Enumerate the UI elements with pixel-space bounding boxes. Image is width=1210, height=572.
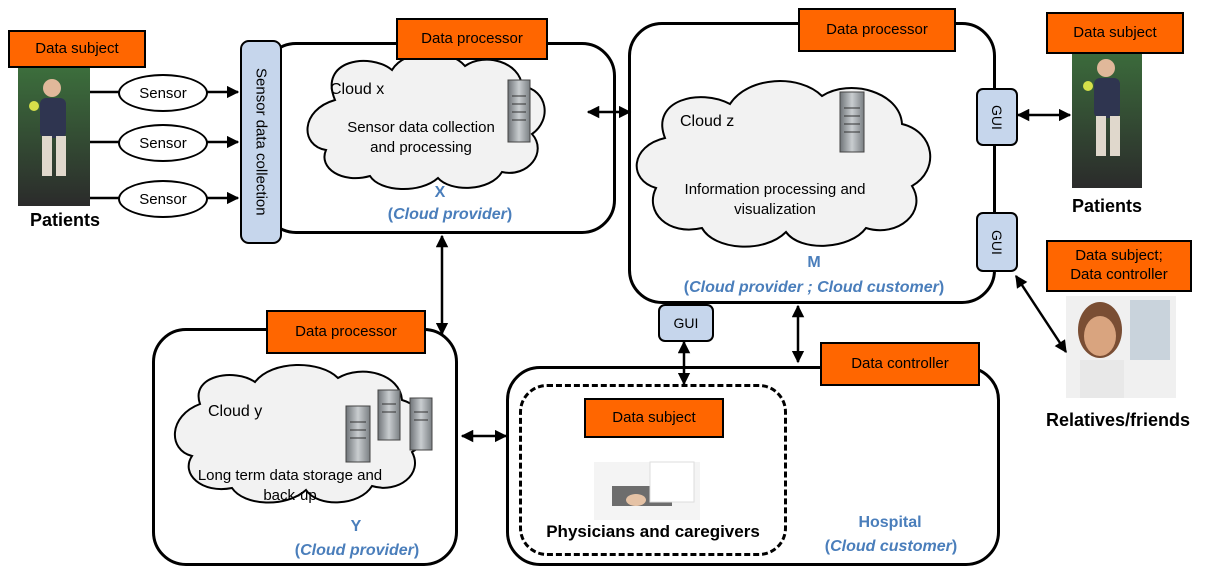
cloud-x-desc: Sensor data collection and processing	[326, 118, 516, 157]
cloud-z-role-suffix: )	[938, 279, 945, 296]
role-data-controller-hospital: Data controller	[820, 342, 980, 386]
cloud-z-role-prefix: (	[683, 279, 690, 296]
role-data-subject-controller-line1: Data subject;	[1075, 247, 1163, 265]
gui-label-hospital: GUI	[673, 315, 699, 331]
gui-label-relatives: GUI	[989, 229, 1005, 255]
cloud-y-role-prefix: (	[294, 542, 301, 559]
cloud-x-desc-line2: and processing	[370, 138, 472, 156]
panel-physicians	[519, 384, 787, 556]
cloud-y-role: (Cloud provider)	[262, 542, 452, 560]
patients-label-left: Patients	[29, 210, 101, 230]
relatives-label: Relatives/friends	[1045, 410, 1191, 430]
cloud-y-desc-line1: Long term data storage and	[197, 467, 383, 484]
cloud-z-name: Cloud z	[680, 113, 735, 130]
cloud-y-name: Cloud y	[208, 403, 263, 420]
sensor-data-collection-bar: Sensor data collection	[240, 40, 282, 244]
role-data-subject-physicians: Data subject	[584, 398, 724, 438]
role-data-subject-controller: Data subject; Data controller	[1046, 240, 1192, 292]
cloud-z-desc-line1: Information processing and	[684, 181, 866, 198]
role-data-subject-left: Data subject	[8, 30, 146, 68]
cloud-y-role-text: Cloud provider	[300, 542, 414, 559]
cloud-z-letter: M	[807, 254, 821, 271]
sensor-data-collection-label: Sensor data collection	[252, 68, 270, 216]
cloud-y-letter: Y	[350, 518, 362, 535]
sensor-3: Sensor	[118, 180, 208, 218]
hospital-role-text: Cloud customer	[830, 538, 952, 555]
panel-y	[152, 328, 458, 566]
cloud-x-role-prefix: (	[387, 206, 394, 223]
gui-box-patients: GUI	[976, 88, 1018, 146]
cloud-y-desc: Long term data storage and back-up	[180, 466, 400, 505]
cloud-x-role-suffix: )	[506, 206, 513, 223]
role-data-subject-right: Data subject	[1046, 12, 1184, 54]
patients-label-right: Patients	[1071, 196, 1143, 216]
physicians-label: Physicians and caregivers	[546, 522, 760, 541]
cloud-z-role: (Cloud provider ; Cloud customer)	[654, 279, 974, 297]
cloud-z-desc: Information processing and visualization	[660, 180, 890, 219]
hospital-name: Hospital	[858, 514, 922, 531]
sensor-1: Sensor	[118, 74, 208, 112]
cloud-x-desc-line1: Sensor data collection	[347, 119, 495, 136]
gui-box-hospital: GUI	[658, 304, 714, 342]
relative-photo	[1066, 296, 1176, 398]
patient-photo-right	[1072, 46, 1142, 188]
role-data-subject-controller-line2: Data controller	[1070, 266, 1168, 283]
cloud-x-name: Cloud x	[330, 81, 385, 98]
cloud-z-role-text: Cloud provider ; Cloud customer	[689, 279, 939, 296]
cloud-y-role-suffix: )	[413, 542, 420, 559]
role-data-processor-m: Data processor	[798, 8, 956, 52]
cloud-x-letter: X	[434, 184, 446, 201]
hospital-role: (Cloud customer)	[796, 538, 986, 556]
gui-box-relatives: GUI	[976, 212, 1018, 272]
cloud-x-role-text: Cloud provider	[393, 206, 507, 223]
patient-photo-left	[18, 68, 90, 206]
role-data-processor-x: Data processor	[396, 18, 548, 60]
cloud-x-role: (Cloud provider)	[350, 206, 550, 224]
gui-label-patients: GUI	[989, 104, 1005, 130]
role-data-processor-y: Data processor	[266, 310, 426, 354]
sensor-2: Sensor	[118, 124, 208, 162]
cloud-y-desc-line2: back-up	[263, 486, 317, 504]
hospital-role-prefix: (	[824, 538, 831, 555]
hospital-role-suffix: )	[951, 538, 958, 555]
cloud-z-desc-line2: visualization	[734, 200, 816, 218]
